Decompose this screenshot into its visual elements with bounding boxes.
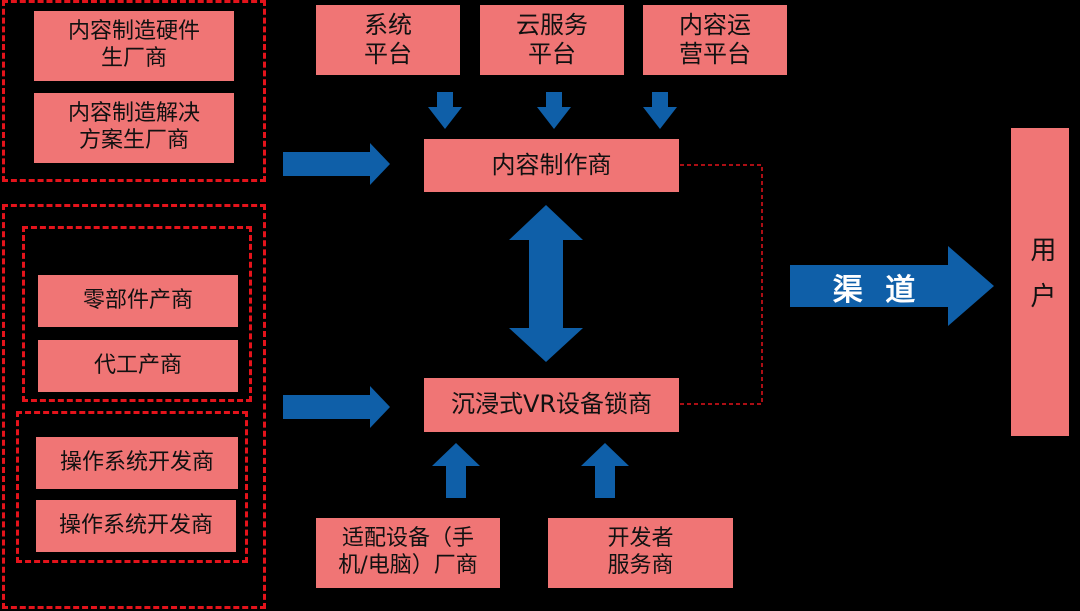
developer-service-box: 开发者 服务商 xyxy=(548,518,733,588)
os-developer-box-2: 操作系统开发商 xyxy=(36,500,236,552)
channel-arrow xyxy=(790,246,994,326)
adapter-device-maker-box: 适配设备（手 机/电脑）厂商 xyxy=(316,518,500,588)
dashed-connector xyxy=(680,164,763,405)
cloud-service-platform-box: 云服务 平台 xyxy=(480,5,624,75)
content-solution-maker-box: 内容制造解决 方案生厂商 xyxy=(34,93,234,163)
content-operation-platform-box: 内容运 营平台 xyxy=(643,5,787,75)
system-platform-box: 系统 平台 xyxy=(316,5,460,75)
content-maker-box: 内容制作商 xyxy=(424,139,679,192)
oem-maker-box: 代工产商 xyxy=(38,340,238,392)
device-supplier-group xyxy=(2,204,266,609)
double-arrow xyxy=(509,205,583,362)
content-hardware-maker-box: 内容制造硬件 生厂商 xyxy=(34,11,234,81)
os-developer-box: 操作系统开发商 xyxy=(36,437,238,489)
up-arrow-adapter xyxy=(432,443,480,498)
up-arrow-developer xyxy=(581,443,629,498)
component-maker-box: 零部件产商 xyxy=(38,275,238,327)
component-subgroup xyxy=(22,226,252,402)
user-box: 用户 xyxy=(1011,128,1069,436)
content-hardware-group xyxy=(2,0,266,182)
vr-device-maker-box: 沉浸式VR设备锁商 xyxy=(424,378,679,432)
os-subgroup xyxy=(16,411,248,563)
down-arrow-system xyxy=(428,92,462,129)
down-arrow-cloud xyxy=(537,92,571,129)
channel-label: 渠 道 xyxy=(832,273,922,308)
right-arrow-device xyxy=(283,386,390,428)
down-arrow-ops xyxy=(643,92,677,129)
right-arrow-content xyxy=(283,143,390,185)
